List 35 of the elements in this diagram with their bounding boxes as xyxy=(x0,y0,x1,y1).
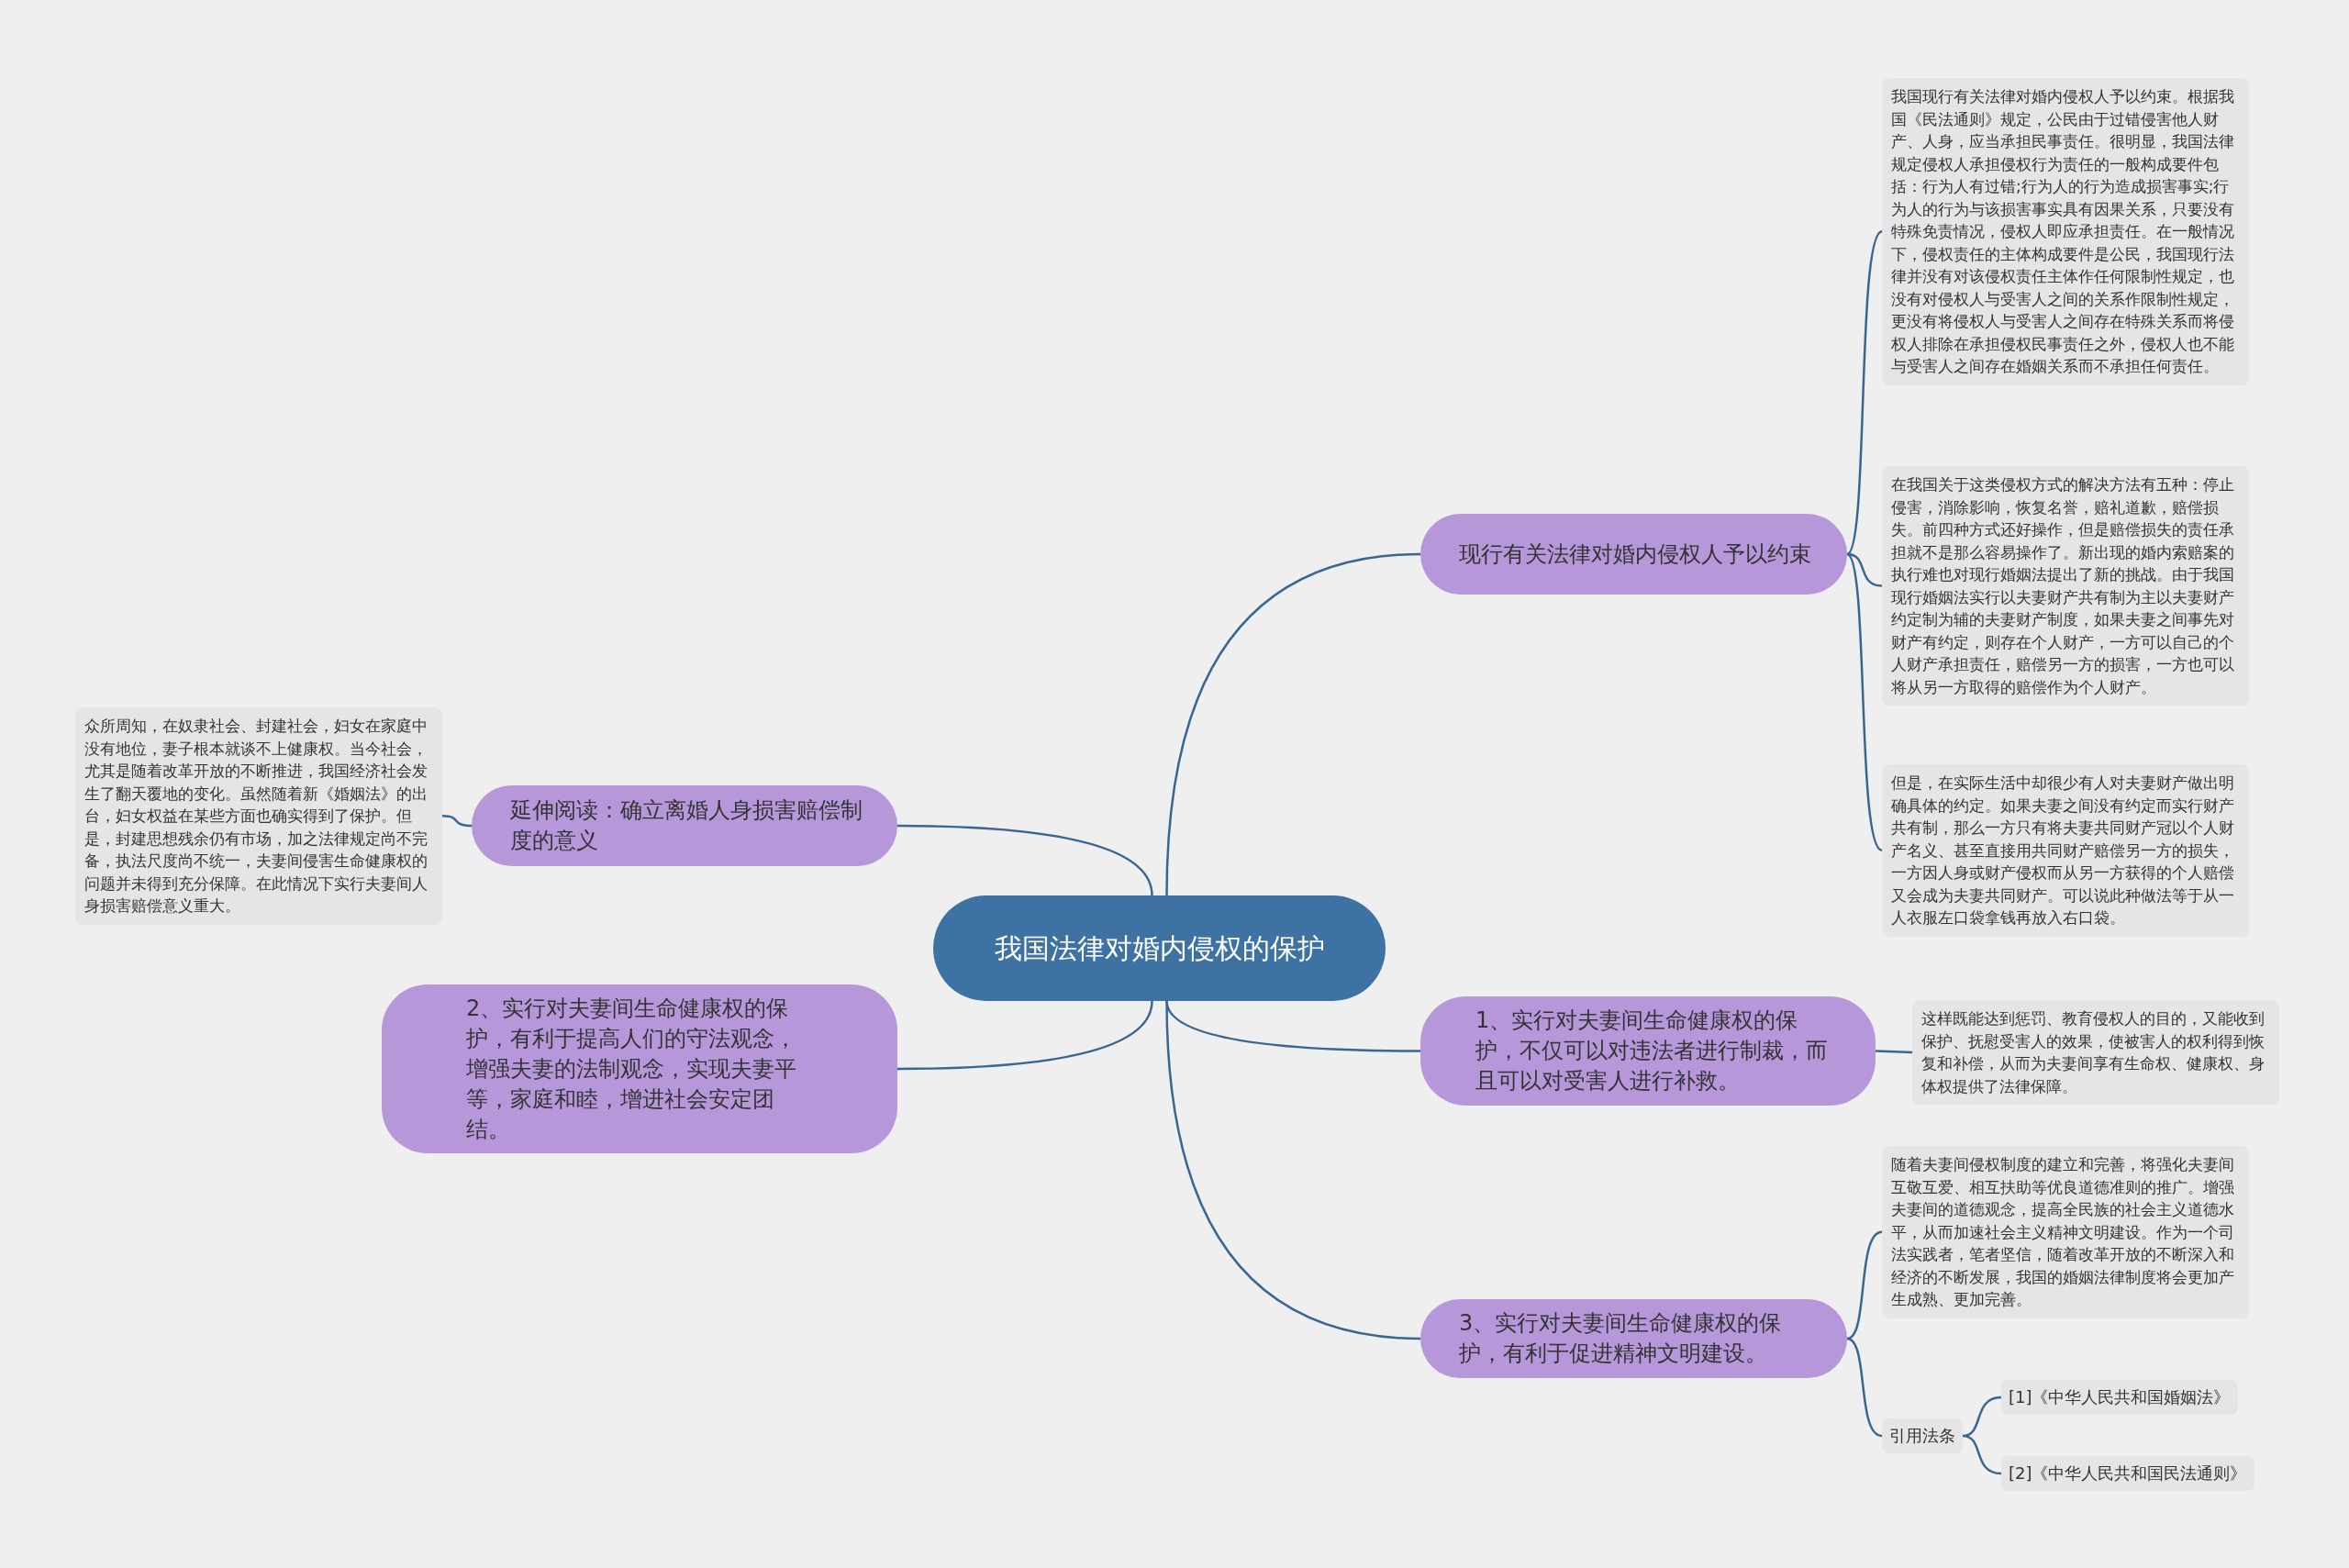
connector-line xyxy=(897,1000,1153,1071)
connector-line xyxy=(1846,1337,1883,1438)
topic-text: 我国现行有关法律对婚内侵权人予以约束。根据我国《民法通则》规定，公民由于过错侵害他人财产、人身，应当承担民事责任。很明显，我国法律规定侵权人承担侵权行为责任的一般构成要件包括：行为人有过错;行为人的行为造成损害事实;行为人的行为与该损害事实具有因果关系，只要没有特殊免责情况，侵权人即应承担责任。在一般情况下，侵权责任的主体构成要件是公民，我国现行法律并没有对该侵权责任主体作任何限制性规定，也没有对侵权人与受害人之间的关系作限制性规定，更没有将侵权人与受害人之间存在特殊关系而将侵权人排除在承担侵权民事责任之外，侵权人也不能与受害人之间存在婚姻关系而不承担任何责任。 xyxy=(1891,86,2235,377)
topic-text: 3、实行对夫妻间生命健康权的保护，有利于促进精神文明建设。 xyxy=(1459,1309,1783,1368)
connector-line xyxy=(1165,552,1421,896)
note-card xyxy=(1912,1000,2279,1105)
note-card xyxy=(1882,764,2249,937)
topic-text: [2]《中华人民共和国民法通则》 xyxy=(2009,1462,2247,1485)
topic-text: 随着夫妻间侵权制度的建立和完善，将强化夫妻间互敬互爱、相互扶助等优良道德准则的推广。增强夫妻间的道德观念，提高全民族的社会主义道德水平，从而加速社会主义精神文明建设。作为一个司法实践者，笔者坚信，随着改革开放的不断深入和经济的不断发展，我国的婚姻法律制度将会更加产生成熟、更加完善。 xyxy=(1891,1154,2235,1310)
topic-text: 众所周知，在奴隶社会、封建社会，妇女在家庭中没有地位，妻子根本就谈不上健康权。当今社会，尤其是随着改革开放的不断推进，我国经济社会发生了翻天覆地的变化。虽然随着新《婚姻法》的出台，妇女权益在某些方面也确实得到了保护。但是，封建思想残余仍有市场，加之法律规定尚不完备，执法尺度尚不统一，夫妻间侵害生命健康权的问题并未得到充分保障。在此情况下实行夫妻间人身损害赔偿意义重大。 xyxy=(84,716,429,917)
topic-text: 延伸阅读：确立离婚人身损害赔偿制度的意义 xyxy=(510,796,863,855)
connector-line xyxy=(441,815,473,828)
topic-text: 但是，在实际生活中却很少有人对夫妻财产做出明确具体的约定。如果夫妻之间没有约定而实行财产共有制，那么一方只有将夫妻共同财产冠以个人财产名义、甚至直接用共同财产赔偿另一方的损失，一方因人身或财产侵权而从另一方获得的个人赔偿又会成为夫妻共同财产。可以说此种做法等于从一人衣服左口袋拿钱再放入右口袋。 xyxy=(1891,773,2235,929)
topic-text: 在我国关于这类侵权方式的解决方法有五种：停止侵害，消除影响，恢复名誉，赔礼道歉，赔偿损失。前四种方式还好操作，但是赔偿损失的责任承担就不是那么容易操作了。新出现的婚内索赔案的执行难也对现行婚姻法提出了新的挑战。由于我国现行婚姻法实行以夫妻财产共有制为主以夫妻财产约定制为辅的夫妻财产制度，如果夫妻之间事先对财产有约定，则存在个人财产，一方可以自己的个人财产承担责任，赔偿另一方的损害，一方也可以将从另一方取得的赔偿作为个人财产。 xyxy=(1891,474,2235,698)
connector-line xyxy=(897,824,1153,896)
connector-line xyxy=(1846,552,1883,587)
topic-text: 1、实行对夫妻间生命健康权的保护，不仅可以对违法者进行制裁，而且可以对受害人进行补救。 xyxy=(1475,1006,1829,1095)
topic-text: [1]《中华人民共和国婚姻法》 xyxy=(2009,1386,2231,1408)
connector-line xyxy=(1846,1230,1883,1340)
note-card xyxy=(2001,1456,2254,1491)
topic-text: 引用法条 xyxy=(1889,1425,1955,1447)
note-card xyxy=(1882,1418,1963,1453)
note-card xyxy=(1882,1146,2249,1318)
topic-text: 2、实行对夫妻间生命健康权的保护，有利于提高人们的守法观念，增强夫妻的法制观念，实现夫妻平等，家庭和睦，增进社会安定团结。 xyxy=(466,994,796,1144)
connector-line xyxy=(1875,1050,1913,1054)
topic-text: 现行有关法律对婚内侵权人予以约束 xyxy=(1459,539,1811,569)
topic-text: 这样既能达到惩罚、教育侵权人的目的，又能收到保护、抚慰受害人的效果，使被害人的权利得到恢复和补偿，从而为夫妻间享有生命权、健康权、身体权提供了法律保障。 xyxy=(1921,1008,2266,1097)
note-card xyxy=(2001,1380,2238,1415)
topic-text: 我国法律对婚内侵权的保护 xyxy=(994,930,1325,966)
connector-line xyxy=(1962,1434,2002,1475)
connector-line xyxy=(1962,1396,2002,1438)
connector-line xyxy=(1846,230,1883,555)
connector-line xyxy=(1846,553,1883,851)
connector-line xyxy=(1165,1000,1421,1340)
topic-pill xyxy=(382,984,897,1153)
